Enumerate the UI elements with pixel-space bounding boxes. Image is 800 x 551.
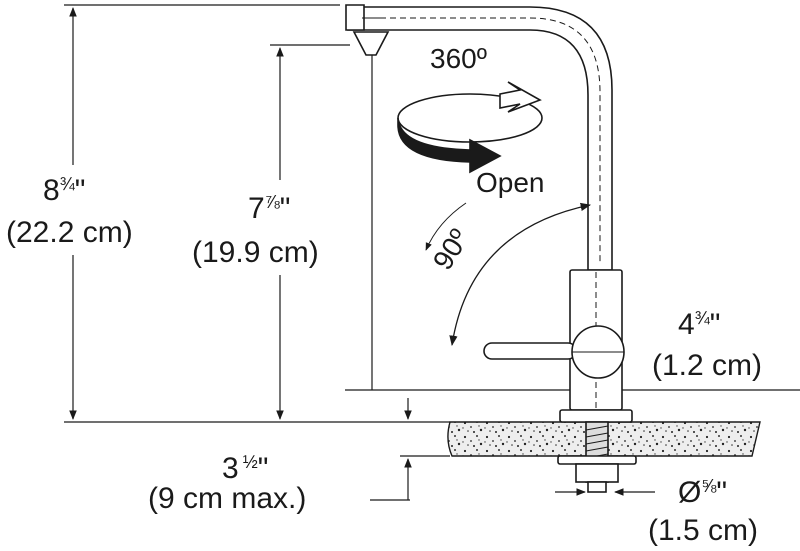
handle-width-metric: (1.2 cm) [652,349,762,382]
shank-depth-metric: (9 cm max.) [148,482,306,515]
rotation-label: 360º [430,43,487,74]
aerator [345,4,365,31]
handle-angle-arc [425,202,592,347]
total-height-label: 8¾" [43,174,85,207]
spout-height-label: 7⅞" [248,192,290,225]
faucet [345,4,637,493]
handle-width-label: 4¾" [678,308,720,341]
hole-diameter-metric: (1.5 cm) [648,514,758,547]
total-height-metric: (22.2 cm) [6,216,133,249]
handle-angle-label: 90º [427,224,475,276]
rotation-symbol [397,81,543,174]
spout-height-metric: (19.9 cm) [192,236,319,269]
mounting-nut [575,463,619,483]
handle-lever [483,342,577,360]
hole-diameter-label: Ø⅝" [678,476,727,509]
open-label: Open [476,167,545,198]
